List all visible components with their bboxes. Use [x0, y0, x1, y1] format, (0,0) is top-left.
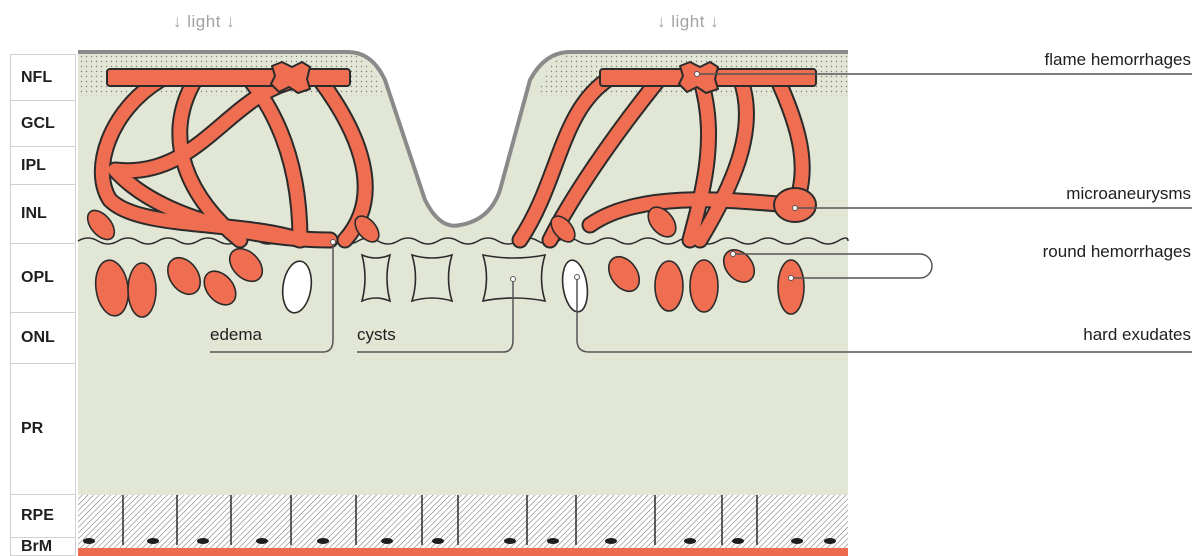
down-arrow-icon: ↓: [710, 12, 719, 31]
callout-hard-exudates: hard exudates: [1083, 325, 1191, 345]
light-text-left: light: [187, 12, 221, 31]
layer-label-inl: INL: [10, 185, 76, 244]
callout-round-hemorrhages: round hemorrhages: [1043, 242, 1191, 262]
down-arrow-icon: ↓: [657, 12, 666, 31]
layer-label-onl: ONL: [10, 313, 76, 364]
layer-label-pr: PR: [10, 364, 76, 495]
layer-label-opl: OPL: [10, 244, 76, 313]
callout-microaneurysms: microaneurysms: [1066, 184, 1191, 204]
light-label-left: ↓ light ↓: [173, 12, 235, 32]
light-label-right: ↓ light ↓: [657, 12, 719, 32]
light-text-right: light: [671, 12, 705, 31]
bruchs-membrane: [78, 548, 848, 556]
label-edema: edema: [210, 325, 262, 345]
down-arrow-icon: ↓: [173, 12, 182, 31]
callout-flame-hemorrhages: flame hemorrhages: [1045, 50, 1191, 70]
layer-label-rpe: RPE: [10, 495, 76, 538]
layer-label-gcl: GCL: [10, 101, 76, 147]
layer-label-ipl: IPL: [10, 147, 76, 185]
down-arrow-icon: ↓: [226, 12, 235, 31]
label-cysts: cysts: [357, 325, 396, 345]
layer-label-brm: BrM: [10, 538, 76, 556]
layer-label-nfl: NFL: [10, 54, 76, 101]
